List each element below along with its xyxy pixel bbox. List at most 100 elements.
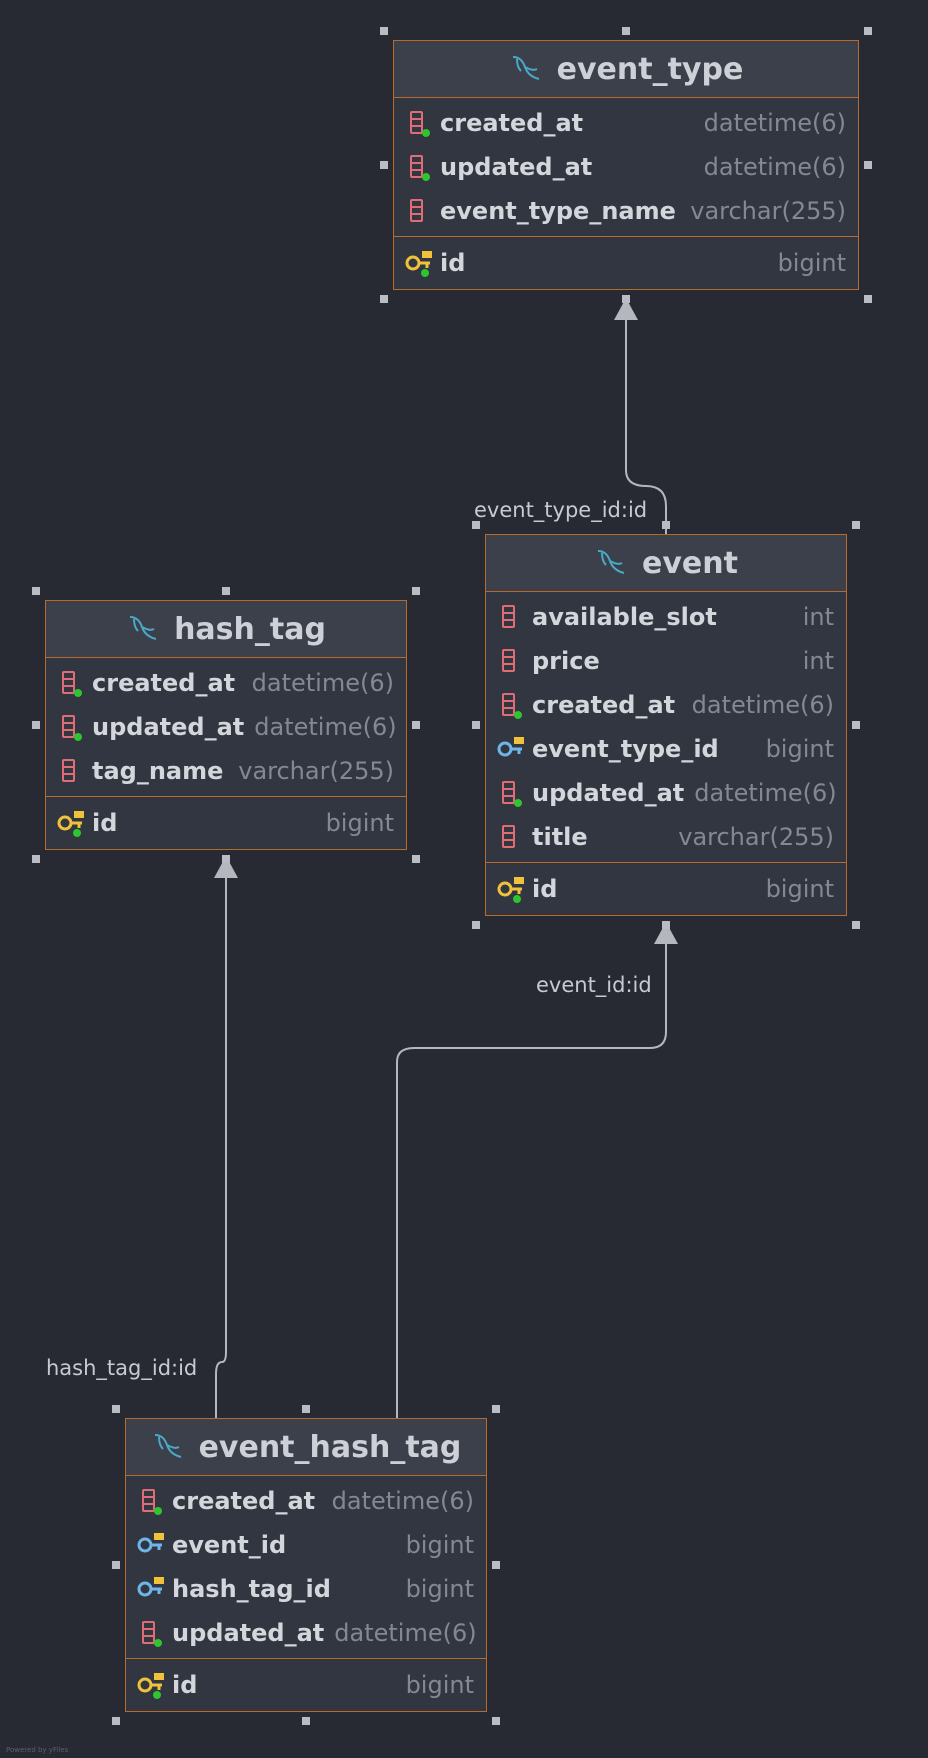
table-hash_tag[interactable]: hash_tag created_at datetime(6) updated_… (45, 600, 407, 850)
mysql-dolphin-icon (597, 550, 625, 574)
resize-handle[interactable] (662, 921, 670, 929)
column-row[interactable]: title varchar(255) (486, 815, 846, 859)
column-name: updated_at (532, 779, 685, 807)
arrowhead-event_type (614, 298, 638, 320)
resize-handle[interactable] (112, 1405, 120, 1413)
column-row[interactable]: created_at datetime(6) (46, 661, 406, 705)
resize-handle[interactable] (622, 295, 630, 303)
resize-handle[interactable] (302, 1405, 310, 1413)
resize-handle[interactable] (32, 855, 40, 863)
column-row[interactable]: created_at datetime(6) (126, 1479, 486, 1523)
primary-key-icon (57, 811, 84, 837)
column-name: event_type_name (440, 197, 676, 225)
table-name: event (642, 545, 738, 581)
column-name: event_id (172, 1531, 287, 1559)
table-event_type[interactable]: event_type created_at datetime(6) update… (393, 40, 859, 290)
column-type: datetime(6) (254, 713, 397, 741)
column-row[interactable]: updated_at datetime(6) (486, 771, 846, 815)
column-name: available_slot (532, 603, 717, 631)
column-type: bigint (405, 1671, 474, 1699)
column-row[interactable]: price int (486, 639, 846, 683)
column-row[interactable]: updated_at datetime(6) (46, 705, 406, 749)
table-name: hash_tag (174, 611, 326, 647)
powered-by-credit: Powered by yFiles (6, 1746, 69, 1754)
column-row[interactable]: event_type_name varchar(255) (394, 189, 858, 233)
column-row[interactable]: hash_tag_id bigint (126, 1567, 486, 1611)
column-type: varchar(255) (690, 197, 846, 225)
resize-handle[interactable] (622, 27, 630, 35)
primary-key-row[interactable]: id bigint (46, 796, 406, 849)
resize-handle[interactable] (492, 1561, 500, 1569)
resize-handle[interactable] (864, 295, 872, 303)
column-icon (62, 759, 75, 782)
table-event_hash_tag[interactable]: event_hash_tag created_at datetime(6) ev… (125, 1418, 487, 1712)
column-row[interactable]: updated_at datetime(6) (126, 1611, 486, 1655)
column-row[interactable]: tag_name varchar(255) (46, 749, 406, 793)
column-name: updated_at (172, 1619, 325, 1647)
resize-handle[interactable] (412, 721, 420, 729)
column-row[interactable]: created_at datetime(6) (394, 101, 858, 145)
mysql-dolphin-icon (512, 56, 539, 80)
resize-handle[interactable] (472, 721, 480, 729)
column-notnull-icon (410, 111, 430, 137)
column-name: updated_at (440, 153, 593, 181)
resize-handle[interactable] (864, 161, 872, 169)
resize-handle[interactable] (864, 27, 872, 35)
resize-handle[interactable] (32, 721, 40, 729)
column-name: created_at (92, 669, 236, 697)
mysql-dolphin-icon (154, 1434, 181, 1458)
primary-key-row[interactable]: id bigint (126, 1658, 486, 1711)
resize-handle[interactable] (472, 521, 480, 529)
resize-handle[interactable] (222, 587, 230, 595)
column-type: datetime(6) (703, 109, 846, 137)
resize-handle[interactable] (472, 921, 480, 929)
column-icon (502, 649, 515, 672)
resize-handle[interactable] (380, 295, 388, 303)
table-name: event_type (556, 51, 744, 87)
primary-key-icon (405, 251, 432, 277)
table-name: event_hash_tag (198, 1429, 462, 1465)
resize-handle[interactable] (852, 721, 860, 729)
column-type: varchar(255) (678, 823, 834, 851)
column-type: int (802, 603, 834, 631)
column-type: bigint (765, 735, 834, 763)
resize-handle[interactable] (852, 921, 860, 929)
foreign-key-icon (137, 1533, 164, 1553)
resize-handle[interactable] (662, 521, 670, 529)
resize-handle[interactable] (492, 1717, 500, 1725)
column-name: tag_name (92, 757, 224, 785)
resize-handle[interactable] (852, 521, 860, 529)
column-name: id (92, 809, 118, 837)
resize-handle[interactable] (412, 855, 420, 863)
column-row[interactable]: created_at datetime(6) (486, 683, 846, 727)
resize-handle[interactable] (380, 27, 388, 35)
column-type: datetime(6) (331, 1487, 474, 1515)
primary-key-row[interactable]: id bigint (394, 236, 858, 289)
resize-handle[interactable] (112, 1561, 120, 1569)
resize-handle[interactable] (112, 1717, 120, 1725)
column-row[interactable]: event_id bigint (126, 1523, 486, 1567)
resize-handle[interactable] (32, 587, 40, 595)
column-name: created_at (172, 1487, 316, 1515)
resize-handle[interactable] (412, 587, 420, 595)
column-row[interactable]: event_type_id bigint (486, 727, 846, 771)
resize-handle[interactable] (380, 161, 388, 169)
column-name: event_type_id (532, 735, 719, 763)
table-header: event_type (394, 41, 858, 98)
column-row[interactable]: updated_at datetime(6) (394, 145, 858, 189)
table-event[interactable]: event available_slot int price int creat… (485, 534, 847, 916)
column-type: datetime(6) (251, 669, 394, 697)
column-type: bigint (405, 1575, 474, 1603)
resize-handle[interactable] (302, 1717, 310, 1725)
column-name: id (440, 249, 466, 277)
column-name: id (172, 1671, 198, 1699)
primary-key-row[interactable]: id bigint (486, 862, 846, 915)
resize-handle[interactable] (492, 1405, 500, 1413)
resize-handle[interactable] (222, 855, 230, 863)
column-type: bigint (405, 1531, 474, 1559)
edge-label-event-id: event_id:id (536, 973, 652, 997)
column-icon (502, 605, 515, 628)
edge-event_hash_tag-to-event (396, 924, 667, 1418)
column-type: bigint (765, 875, 834, 903)
column-row[interactable]: available_slot int (486, 595, 846, 639)
